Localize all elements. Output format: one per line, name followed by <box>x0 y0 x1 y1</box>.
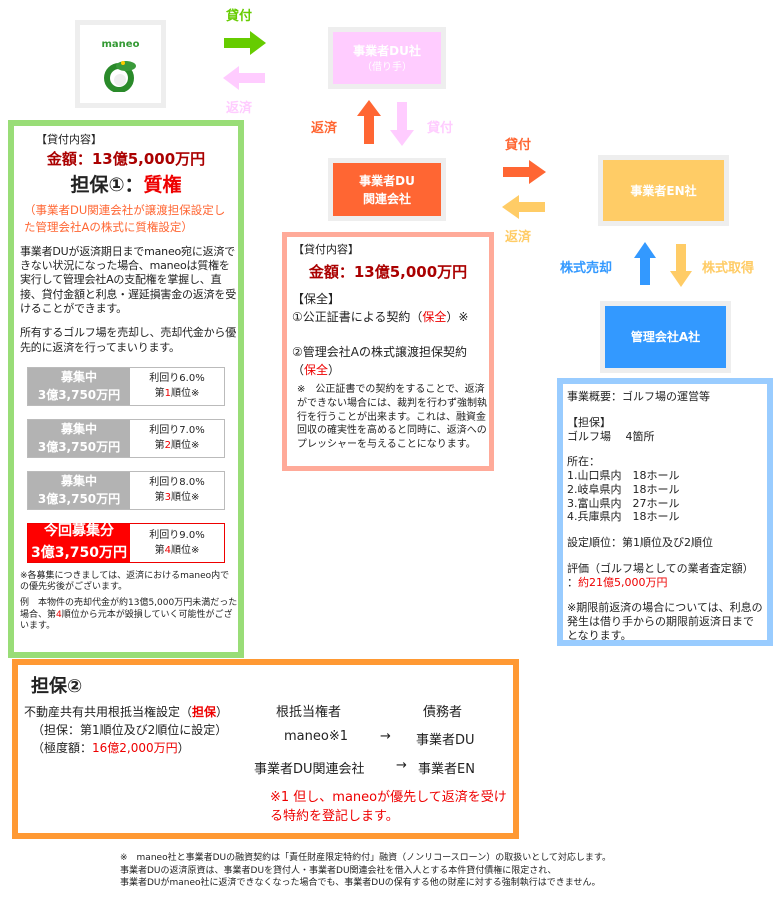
tranche-amount: 3億3,750万円 <box>30 544 128 561</box>
arrow-down-yellow-icon <box>670 244 692 287</box>
tranche-row-current: 今回募集分 3億3,750万円 利回り9.0% 第4順位※ <box>27 522 225 563</box>
mortgage-row-debtor: 事業者EN <box>418 762 475 777</box>
mortgage-row-debtor: 事業者DU <box>416 733 475 748</box>
node-du-role: （借り手） <box>362 61 412 73</box>
node-du-borrower: 事業者DU社 （借り手） <box>328 27 446 89</box>
footer-notes: ※ maneo社と事業者DUの融資契約は「責任財産限定特約付」融資（ノンリコース… <box>120 852 720 890</box>
tranche-status: 募集中 <box>60 473 97 488</box>
related-loan-heading: 【貸付内容】 <box>293 243 359 256</box>
arrow-down-pink-icon <box>390 102 414 146</box>
collateral-1-title: 担保①：質権 <box>14 173 238 198</box>
tranche-status: 募集中 <box>60 421 97 436</box>
collateral-1-note: （事業者DU関連会社が譲渡担保設定した管理会社Aの株式に質権設定） <box>24 203 226 235</box>
location-heading: 所在： <box>567 455 600 469</box>
security-note: ※ 公正証書での契約をすることで、返済ができない場合には、裁判を行わず強制執行を… <box>297 384 487 451</box>
arrow-up-orange-icon <box>357 100 381 144</box>
loan-details-panel: 【貸付内容】 金額：13億5,000万円 担保①：質権 （事業者DU関連会社が譲… <box>8 120 244 658</box>
mortgage-row-holder: 事業者DU関連会社 <box>254 762 365 777</box>
related-loan-amount: 金額：13億5,000万円 <box>308 263 468 281</box>
valuation-label: 評価（ゴルフ場としての業者査定額） <box>567 561 754 575</box>
tranche-status: 今回募集分 <box>44 523 114 540</box>
arrow-left-pink-icon <box>223 66 265 90</box>
prepayment-note: ※期限前返済の場合については、利息の発生は借り手からの期限前返済日までとなります… <box>567 601 763 642</box>
loan-amount: 金額：13億5,000万円 <box>46 150 206 169</box>
node-en-name: 事業者EN社 <box>630 183 697 198</box>
tranche-yield: 利回り6.0% <box>149 373 205 385</box>
tranche-rank: 第2順位※ <box>154 440 200 452</box>
tranche-amount: 3億3,750万円 <box>37 440 121 455</box>
business-overview: 事業概要：ゴルフ場の運営等 <box>567 390 710 403</box>
collateral-1-type: 質権 <box>143 173 182 196</box>
tranche-note-2: 例 本物件の売却代金が約13億5,000万円未満だった場合、第4順位から元本が毀… <box>20 598 238 631</box>
tranche-row: 募集中 3億3,750万円 利回り7.0% 第2順位※ <box>27 418 225 458</box>
label-en-repay: 返済 <box>505 230 532 245</box>
node-related-name-2: 関連会社 <box>362 191 411 206</box>
mortgage-row-holder: maneo※1 <box>284 729 348 744</box>
mortgage-row-arrow: → <box>396 758 407 773</box>
location-item: 1.山口県内 18ホール <box>567 469 680 482</box>
node-du-related: 事業者DU 関連会社 <box>328 158 446 221</box>
valuation-value: ：約21億5,000万円 <box>567 575 668 589</box>
tranche-status: 募集中 <box>60 369 97 384</box>
loan-heading: 【貸付内容】 <box>36 133 102 146</box>
tranche-row: 募集中 3億3,750万円 利回り6.0% 第1順位※ <box>27 366 225 406</box>
label-maneo-repay: 返済 <box>226 101 253 116</box>
tranche-row: 募集中 3億3,750万円 利回り8.0% 第3順位※ <box>27 470 225 510</box>
maneo-frog-icon <box>103 60 136 92</box>
label-en-lend: 貸付 <box>505 138 532 153</box>
collateral-2-line3: （極度額：16億2,000万円） <box>32 741 190 755</box>
footer-line: 事業者DUがmaneo社に返済できなくなった場合でも、事業者DUの保有する他の財… <box>120 878 601 889</box>
footer-line: 事業者DUの返済原資は、事業者DUを貸付人・事業者DU関連会社を借入人とする本件… <box>120 865 557 876</box>
tranche-yield: 利回り8.0% <box>149 477 205 489</box>
node-mgmt-name: 管理会社A社 <box>630 330 701 344</box>
node-related-name-1: 事業者DU <box>359 173 415 188</box>
collateral-1-para2: 所有するゴルフ場を売却し、売却代金から優先的に返済を行ってまいります。 <box>20 326 236 354</box>
arrow-right-green-icon <box>224 31 266 55</box>
node-mgmt-a: 管理会社A社 <box>600 301 731 373</box>
column-mortgagee: 根抵当権者 <box>276 705 342 720</box>
collateral-2-line2: （担保：第1順位及び2順位に設定） <box>32 723 228 737</box>
collateral-2-line1: 不動産共有共用根抵当権設定（担保） <box>24 705 229 719</box>
label-related-lend: 貸付 <box>427 121 454 136</box>
tranche-yield: 利回り7.0% <box>149 425 205 437</box>
mgmt-company-panel: 事業概要：ゴルフ場の運営等 【担保】 ゴルフ場 4箇所 所在： 1.山口県内 1… <box>557 378 773 646</box>
arrow-right-orange-icon <box>503 160 546 184</box>
location-item: 4.兵庫県内 18ホール <box>567 510 680 524</box>
collateral-1-prefix: 担保①： <box>70 173 144 196</box>
label-maneo-lend: 貸付 <box>226 9 253 24</box>
security-heading: 【保全】 <box>292 292 341 306</box>
collateral-summary: ゴルフ場 4箇所 <box>567 429 655 443</box>
column-debtor: 債務者 <box>423 705 463 720</box>
maneo-logo-box: maneo <box>75 20 166 108</box>
maneo-logo-text: maneo <box>101 38 140 50</box>
mortgage-special-note: ※1 但し、maneoが優先して返済を受ける特約を登記します。 <box>270 790 507 824</box>
label-related-repay: 返済 <box>311 121 338 136</box>
arrow-up-blue-icon <box>634 242 656 285</box>
label-share-buy: 株式取得 <box>702 261 755 276</box>
security-item-1: ①公正証書による契約（保全）※ <box>292 310 469 324</box>
tranche-rank: 第4順位※ <box>154 544 200 556</box>
arrow-left-yellow-icon <box>502 195 545 219</box>
collateral-1-para1: 事業者DUが返済期日までmaneo宛に返済できない状況になった場合、maneoは… <box>20 244 236 316</box>
tranche-rank: 第3順位※ <box>154 492 200 504</box>
tranche-amount: 3億3,750万円 <box>37 492 121 507</box>
collateral-2-title: 担保② <box>31 676 83 697</box>
tranche-rank: 第1順位※ <box>154 388 200 400</box>
related-loan-panel: 【貸付内容】 金額：13億5,000万円 【保全】 ①公正証書による契約（保全）… <box>282 232 494 471</box>
location-item: 2.岐阜県内 18ホール <box>567 482 680 496</box>
location-item: 3.富山県内 27ホール <box>567 496 680 510</box>
node-en: 事業者EN社 <box>598 155 729 226</box>
collateral-2-panel: 担保② 不動産共有共用根抵当権設定（担保） （担保：第1順位及び2順位に設定） … <box>12 659 519 839</box>
collateral-heading: 【担保】 <box>567 415 611 429</box>
tranche-amount: 3億3,750万円 <box>37 388 121 403</box>
footer-line: ※ maneo社と事業者DUの融資契約は「責任財産限定特約付」融資（ノンリコース… <box>120 853 612 863</box>
label-share-sell: 株式売却 <box>560 261 613 276</box>
node-du-name: 事業者DU社 <box>353 43 421 58</box>
priority-rank: 設定順位：第1順位及び2順位 <box>567 536 713 549</box>
mortgage-row-arrow: → <box>380 729 391 744</box>
tranche-note-1: ※各募集につきましては、返済におけるmaneo内での優先劣後がございます。 <box>20 570 230 593</box>
security-item-2: ②管理会社Aの株式譲渡担保契約（保全） <box>292 345 467 377</box>
tranche-yield: 利回り9.0% <box>149 529 205 541</box>
